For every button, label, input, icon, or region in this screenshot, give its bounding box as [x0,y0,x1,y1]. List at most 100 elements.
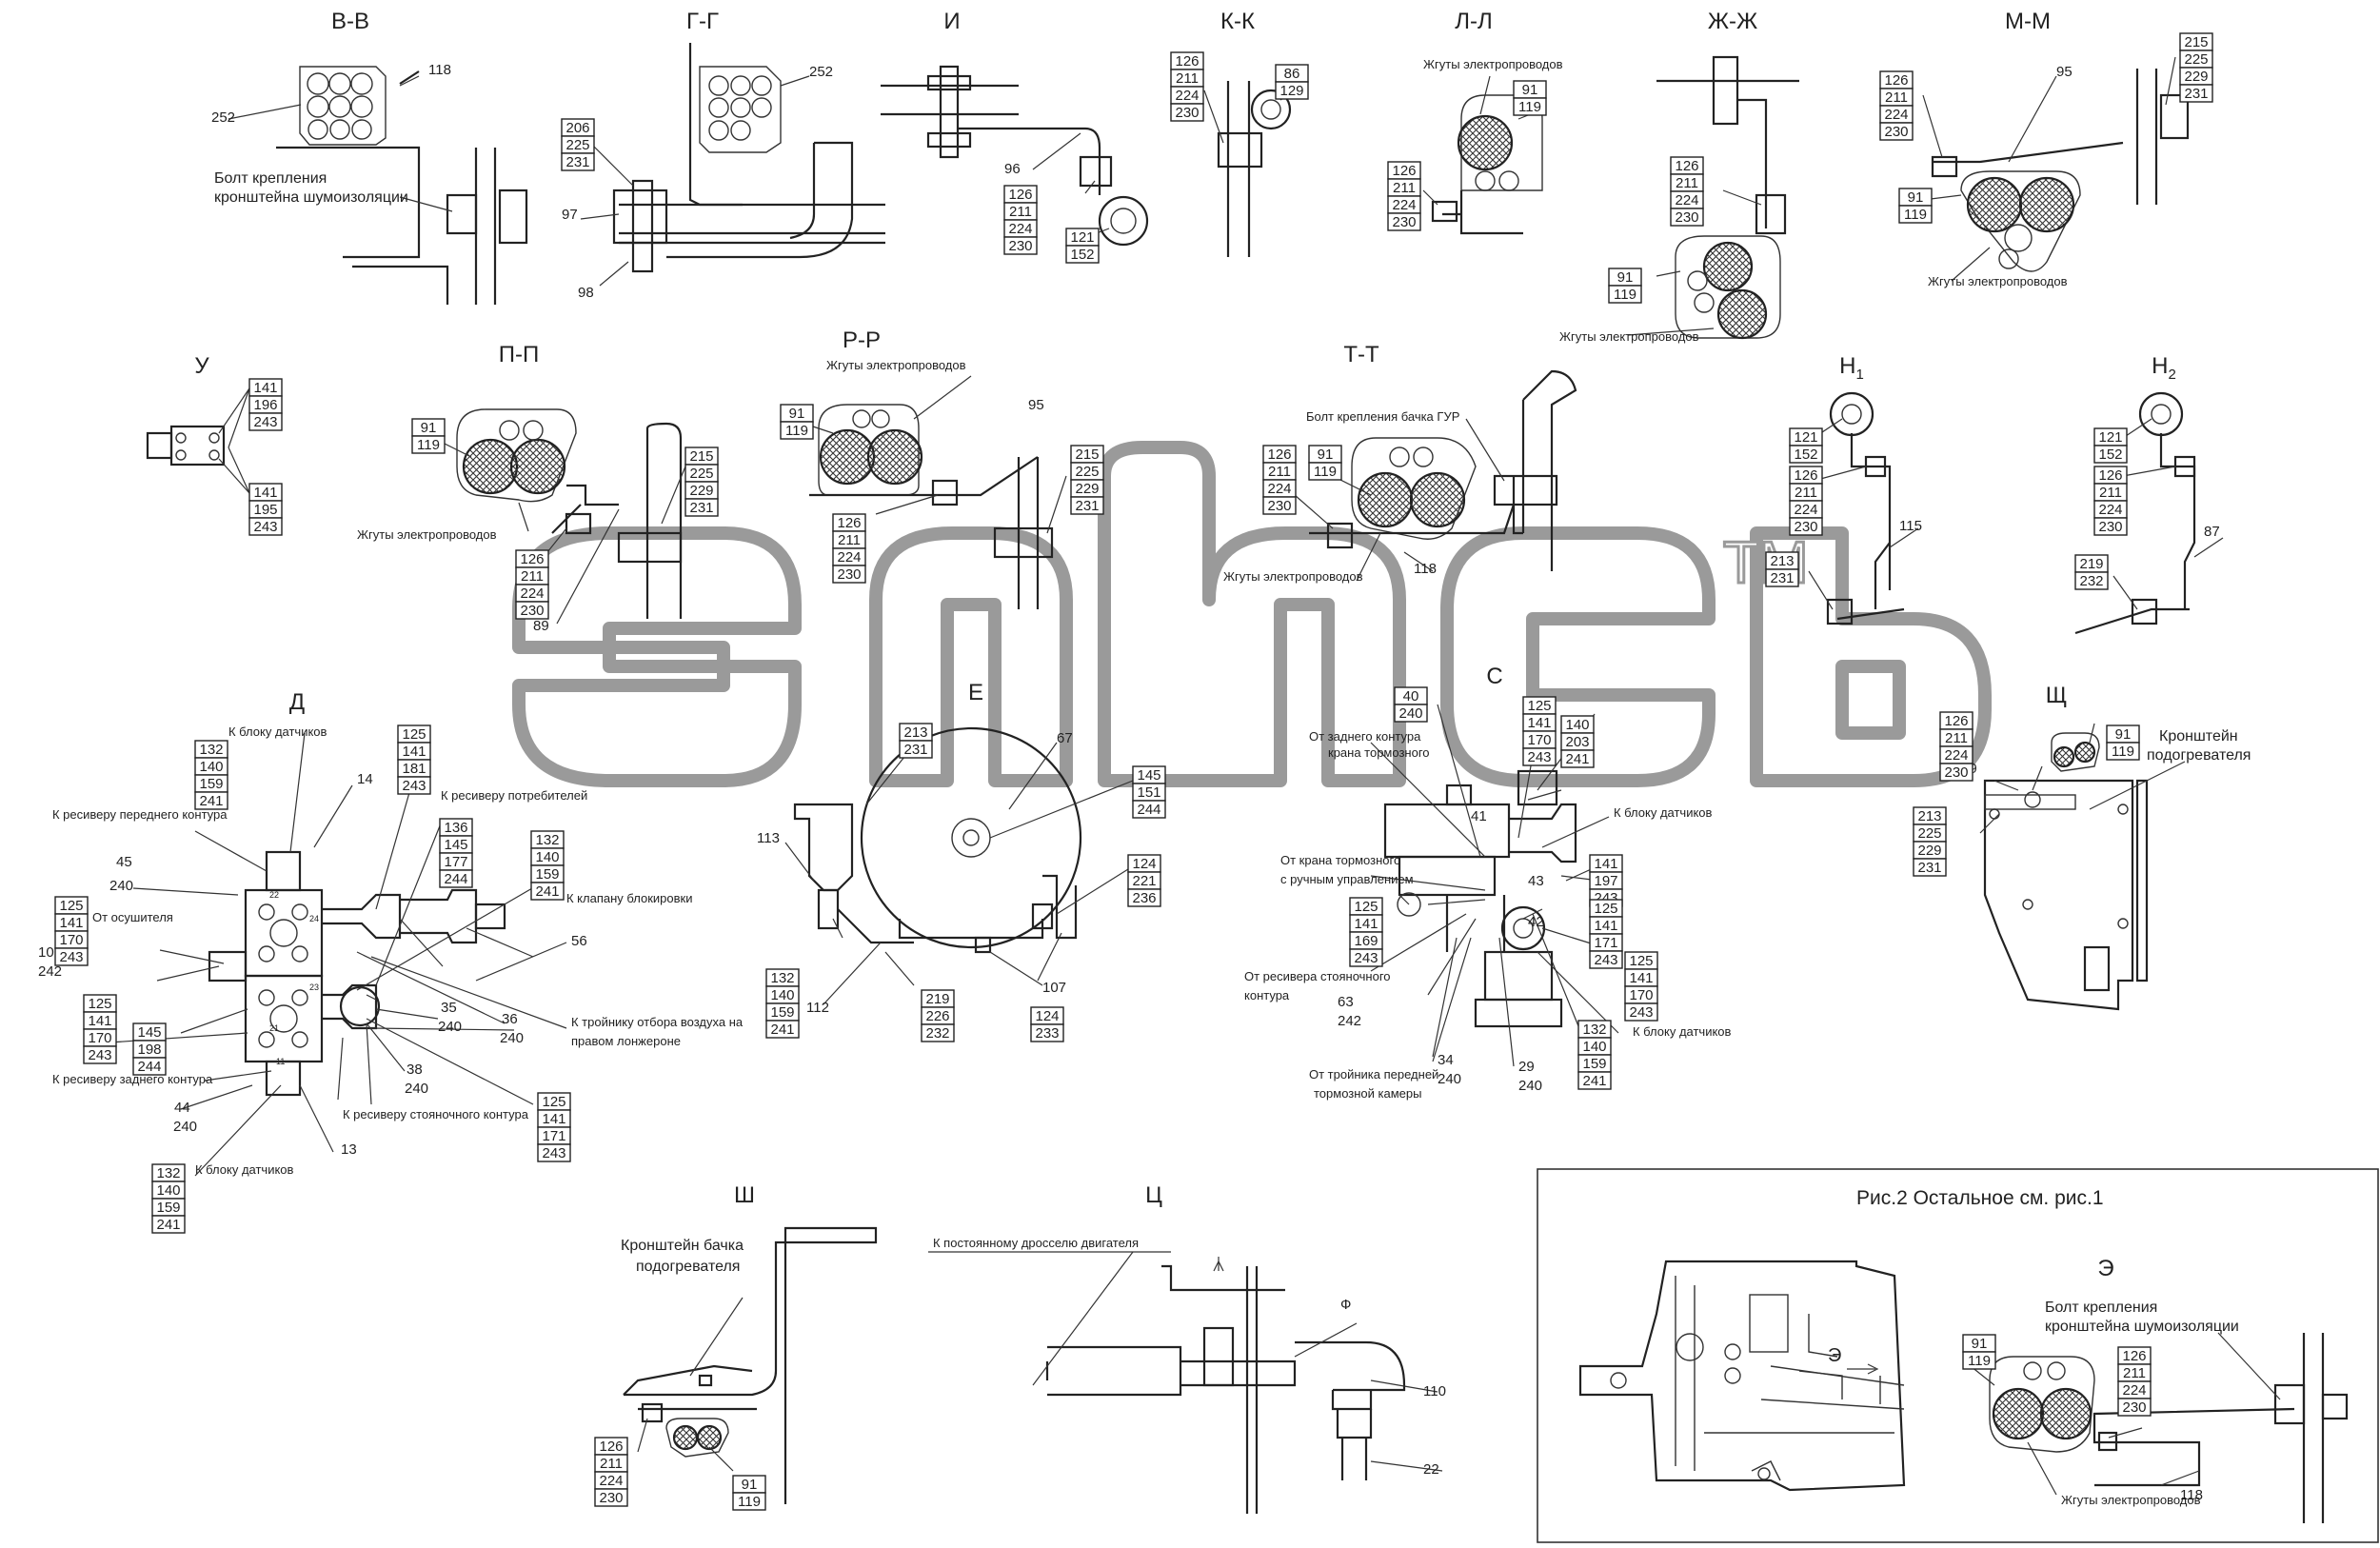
annotation-text: От крана тормозного [1280,853,1400,867]
callout-number: 159 [1582,1056,1606,1072]
section-view-zhzh [1627,55,1799,340]
callout-number: 211 [838,532,861,548]
part-number-label: 34 [1438,1052,1454,1068]
callout-number: 231 [689,500,713,516]
part-number-label: 240 [109,878,133,894]
section-view-gg [580,43,885,287]
annotation-text: Болт крепления бачка ГУР [1306,409,1459,424]
view-title: И [943,9,960,34]
annotation-text: От заднего контура [1309,729,1421,744]
callout-number: 231 [565,154,589,170]
callout-number: 211 [1268,464,1291,480]
callout-number: 124 [1035,1008,1059,1024]
callout-number: 236 [1132,890,1156,906]
callout-number: 230 [1884,124,1908,140]
callout-number: 170 [1629,987,1653,1003]
callout-number: 126 [1267,447,1291,463]
callout-number: 126 [1794,467,1817,484]
callout-number: 132 [199,742,223,758]
callout-number: 211 [600,1456,623,1472]
callout-number: 170 [1527,732,1551,748]
callout-number: 243 [1527,749,1551,765]
callout-number: 141 [1594,856,1617,872]
view-title: Р-Р [843,327,881,353]
callout-number: 170 [88,1030,111,1046]
callout-number: 145 [1137,767,1160,784]
callout-number: 125 [1594,901,1617,917]
callout-number: 225 [689,466,713,482]
callout-number: 132 [770,970,794,986]
callout-number: 211 [2123,1365,2146,1381]
callout-number: 211 [1176,70,1199,87]
callout-number: 126 [1944,713,1968,729]
part-number-label: 95 [2056,64,2073,80]
part-number-label: 240 [173,1119,197,1135]
callout-number: 224 [1944,747,1968,764]
view-title: Ц [1145,1182,1162,1208]
annotation-text: Кронштейн бачка [621,1238,744,1254]
part-number-label: 115 [1899,518,1922,534]
callout-number: 211 [1945,730,1968,746]
callout-number: 141 [402,744,426,760]
callout-number: 91 [421,420,437,436]
part-number-label: 118 [428,62,451,78]
callout-number: 126 [1175,53,1199,69]
callout-number: 224 [1884,107,1908,123]
callout-number: 125 [1629,953,1653,969]
section-view-mm [1922,56,2190,282]
callout-number: 211 [1676,175,1698,191]
view-title: С [1486,664,1502,689]
annotation-text: с ручным управлением [1280,872,1414,886]
callout-number: 224 [1267,481,1291,497]
part-number-label: 43 [1528,873,1544,889]
callout-number: 219 [2079,556,2103,572]
port-number: 24 [309,914,319,923]
view-title: Т-Т [1343,342,1379,367]
part-number-label: 118 [1414,561,1437,577]
part-number-label: 240 [405,1081,428,1097]
callout-number: 119 [1614,287,1636,303]
callout-number: 91 [1318,447,1334,463]
callout-number: 224 [520,585,544,602]
callout-number: 125 [59,898,83,914]
callout-number: 224 [1675,192,1698,208]
callout-number: 140 [156,1182,180,1199]
callout-number: 141 [1594,918,1617,934]
callout-number: 240 [1398,705,1422,722]
callout-number: 141 [59,915,83,931]
callout-number: 125 [88,996,111,1012]
callout-number: 230 [837,566,861,583]
callout-number: 152 [1794,447,1817,463]
annotation-text: Жгуты электропроводов [1928,274,2068,288]
annotation-text: Болт крепления [214,170,327,187]
callout-number: 119 [2112,744,2134,760]
part-number-label: 42 [1528,914,1544,930]
annotation-text: подогревателя [636,1259,740,1275]
callout-number: 243 [88,1047,111,1063]
callout-number: 140 [199,759,223,775]
callout-number: 141 [253,485,277,501]
callout-number: 159 [770,1004,794,1021]
callout-number: 141 [1629,970,1653,986]
view-e-receiver [784,726,1139,1005]
callout-number: 213 [1770,553,1794,569]
figure-caption: Рис.2 Остальное см. рис.1 [1856,1187,2104,1209]
callout-number: 203 [1565,734,1589,750]
callout-number: 91 [1617,269,1634,286]
callout-number: 230 [1944,764,1968,781]
